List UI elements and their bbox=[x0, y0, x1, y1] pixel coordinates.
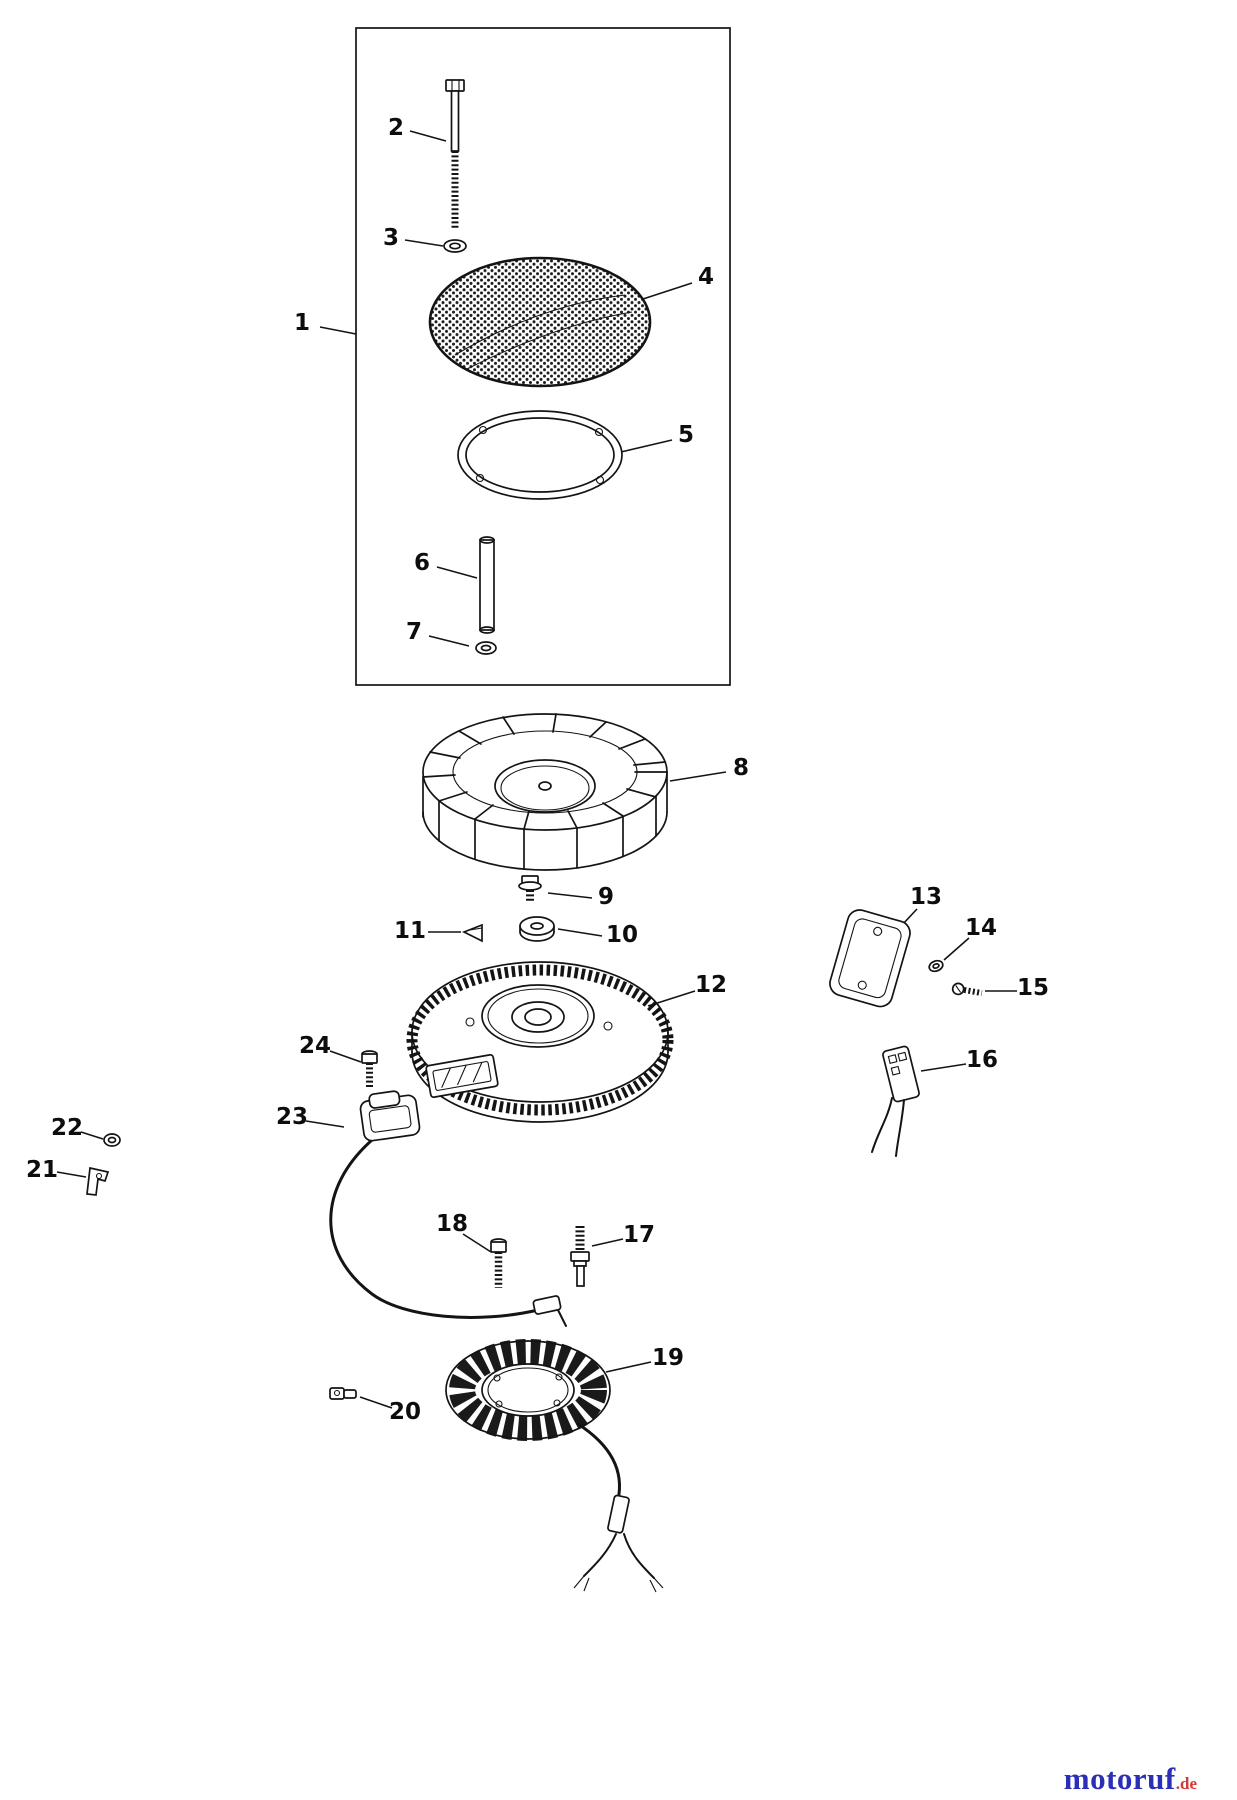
part-8-cooling-fan bbox=[422, 713, 668, 871]
callout-13: 13 bbox=[909, 884, 943, 910]
callout-11: 11 bbox=[393, 918, 427, 944]
part-12-flywheel bbox=[406, 961, 674, 1123]
callout-22: 22 bbox=[50, 1115, 84, 1141]
callout-17: 17 bbox=[622, 1222, 656, 1248]
callout-21: 21 bbox=[25, 1157, 59, 1183]
callout-4: 4 bbox=[697, 264, 715, 290]
callout-24: 24 bbox=[298, 1033, 332, 1059]
callout-12: 12 bbox=[694, 972, 728, 998]
part-13-module-plate bbox=[829, 909, 911, 1008]
part-7-washer bbox=[475, 641, 497, 655]
part-3-washer bbox=[443, 239, 467, 253]
part-19-stator bbox=[445, 1339, 664, 1593]
part-14-lock-washer bbox=[928, 959, 944, 973]
callout-5: 5 bbox=[677, 422, 695, 448]
part-21-bracket bbox=[86, 1166, 110, 1196]
part-23-ignition-coil bbox=[329, 1090, 567, 1327]
callout-1: 1 bbox=[293, 310, 311, 336]
callout-9: 9 bbox=[597, 884, 615, 910]
part-18-hex-bolt bbox=[490, 1238, 507, 1288]
callout-3: 3 bbox=[382, 225, 400, 251]
part-1-assembly-box bbox=[355, 27, 731, 686]
callout-8: 8 bbox=[732, 755, 750, 781]
callout-14: 14 bbox=[964, 915, 998, 941]
callout-23: 23 bbox=[275, 1104, 309, 1130]
part-22-washer bbox=[103, 1133, 121, 1147]
callout-19: 19 bbox=[651, 1345, 685, 1371]
callout-2: 2 bbox=[387, 115, 405, 141]
part-11-key bbox=[461, 923, 483, 943]
callout-7: 7 bbox=[405, 619, 423, 645]
watermark-logo[interactable]: motoruf.de bbox=[1064, 1763, 1197, 1794]
callout-6: 6 bbox=[413, 550, 431, 576]
callout-10: 10 bbox=[605, 922, 639, 948]
watermark-brand: motoruf bbox=[1063, 1761, 1176, 1796]
callout-18: 18 bbox=[435, 1211, 469, 1237]
part-9-flange-bolt bbox=[518, 875, 542, 902]
watermark-tld: .de bbox=[1175, 1774, 1197, 1793]
part-10-spacer-washer bbox=[519, 916, 555, 942]
callout-20: 20 bbox=[388, 1399, 422, 1425]
part-5-retainer-ring bbox=[457, 410, 623, 500]
part-4-debris-screen bbox=[428, 256, 652, 388]
part-2-long-bolt bbox=[445, 79, 465, 228]
part-6-spacer-tube bbox=[479, 536, 495, 634]
part-16-connector bbox=[871, 1045, 920, 1157]
part-15-screw bbox=[951, 982, 983, 997]
part-20-clip bbox=[329, 1387, 357, 1400]
callout-16: 16 bbox=[965, 1047, 999, 1073]
callout-15: 15 bbox=[1016, 975, 1050, 1001]
part-17-terminal-stud bbox=[570, 1226, 590, 1287]
part-24-small-bolt bbox=[361, 1050, 378, 1088]
